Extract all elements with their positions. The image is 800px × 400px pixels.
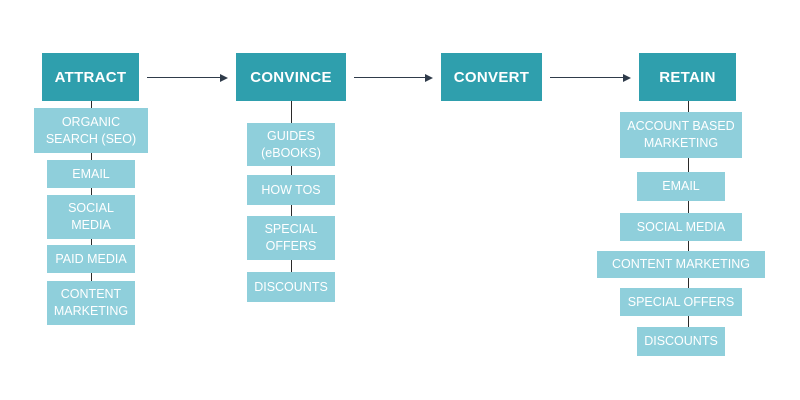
stage-retain-item: EMAIL — [637, 172, 725, 201]
stage-convince-item: SPECIAL OFFERS — [247, 216, 335, 260]
item-label: SOCIAL MEDIA — [636, 219, 726, 234]
item-label: DISCOUNTS — [254, 279, 328, 294]
connector-line-1 — [91, 101, 92, 281]
item-label: SPECIAL OFFERS — [627, 294, 735, 309]
arrow-3-to-4 — [550, 77, 625, 78]
stage-attract: ATTRACT — [42, 53, 139, 101]
arrow-head-icon — [623, 73, 631, 82]
arrow-head-icon — [220, 73, 228, 82]
stage-label: CONVERT — [453, 68, 530, 86]
stage-convince-item: HOW TOS — [247, 175, 335, 205]
stage-attract-item: EMAIL — [47, 160, 135, 188]
arrow-head-icon — [425, 73, 433, 82]
item-label: DISCOUNTS — [644, 334, 718, 348]
item-label: EMAIL — [662, 179, 700, 193]
stage-attract-item: CONTENT MARKETING — [47, 281, 135, 325]
stage-retain-item: SPECIAL OFFERS — [620, 288, 742, 316]
item-label: HOW TOS — [261, 182, 321, 197]
item-label: PAID MEDIA — [55, 251, 127, 266]
stage-retain-item: ACCOUNT BASED MARKETING — [620, 112, 742, 158]
stage-retain: RETAIN — [639, 53, 736, 101]
stage-label: ATTRACT — [54, 68, 127, 86]
arrow-2-to-3 — [354, 77, 427, 78]
stage-attract-item: SOCIAL MEDIA — [47, 195, 135, 239]
stage-convince-item: GUIDES (eBOOKS) — [247, 123, 335, 166]
arrow-1-to-2 — [147, 77, 222, 78]
item-label: EMAIL — [72, 166, 110, 181]
stage-convince-item: DISCOUNTS — [247, 272, 335, 302]
stage-retain-item: CONTENT MARKETING — [597, 251, 765, 278]
stage-convince: CONVINCE — [236, 53, 346, 101]
stage-label: RETAIN — [659, 68, 716, 86]
item-label: CONTENT MARKETING — [612, 257, 750, 271]
stage-convert: CONVERT — [441, 53, 542, 101]
stage-retain-item: DISCOUNTS — [637, 327, 725, 356]
stage-label: CONVINCE — [250, 68, 332, 86]
item-label: SPECIAL OFFERS — [264, 222, 318, 253]
item-label: CONTENT MARKETING — [53, 287, 129, 318]
item-label: ACCOUNT BASED MARKETING — [627, 119, 735, 150]
item-label: GUIDES (eBOOKS) — [261, 128, 321, 160]
stage-retain-item: SOCIAL MEDIA — [620, 213, 742, 241]
item-label: ORGANIC SEARCH (SEO) — [45, 114, 137, 146]
item-label: SOCIAL MEDIA — [68, 201, 114, 232]
stage-attract-item: PAID MEDIA — [47, 245, 135, 273]
stage-attract-item: ORGANIC SEARCH (SEO) — [34, 108, 148, 153]
